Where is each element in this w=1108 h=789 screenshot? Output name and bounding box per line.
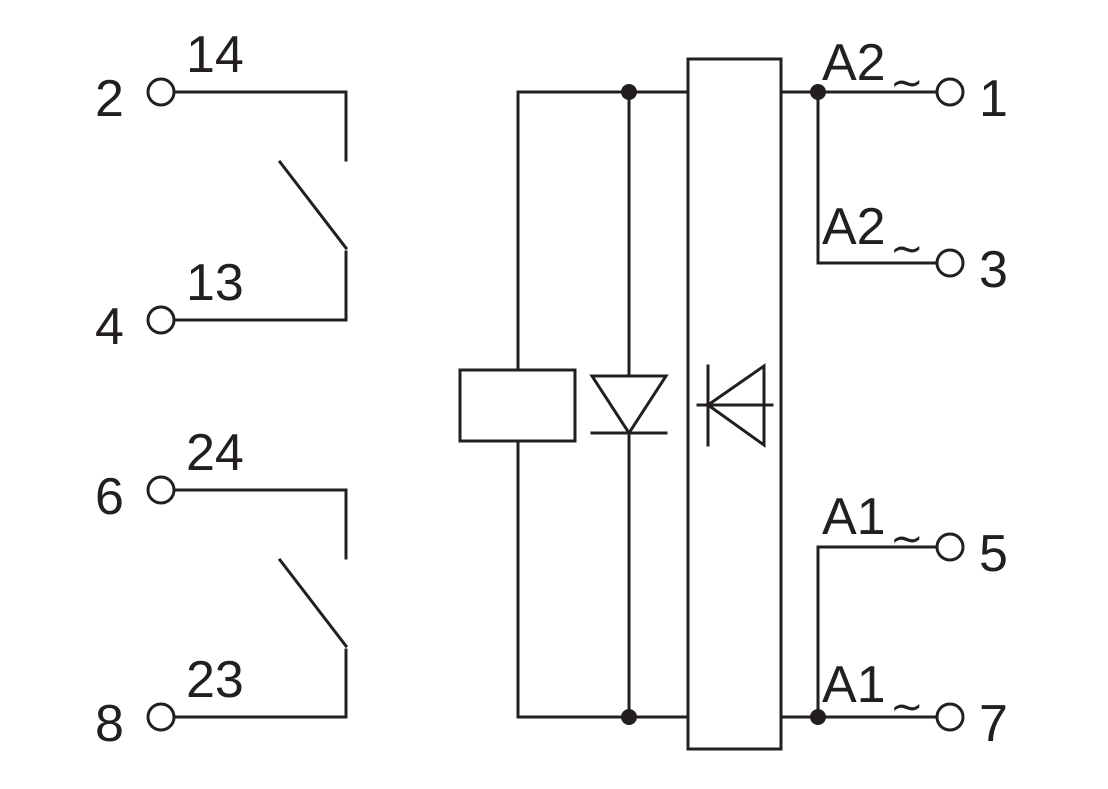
contact-set-2: 6 8 24 23	[95, 424, 349, 753]
coil-circuit	[458, 57, 783, 751]
tilde-bottom: ~	[890, 684, 924, 730]
contact-13-label: 13	[186, 254, 244, 312]
terminal-8	[146, 702, 176, 732]
wire-a1-5	[816, 545, 937, 719]
wire-24	[174, 488, 348, 560]
wire-a2-3	[816, 90, 937, 265]
a2-terminals: A2 ~ A2 ~ 1 3	[779, 34, 1008, 299]
freewheel-diode-symbol	[589, 374, 669, 436]
a1-label-mid: A1	[822, 488, 886, 546]
terminal-6	[146, 475, 176, 505]
a1-terminals: A1 ~ A1 ~ 5 7	[779, 488, 1008, 753]
wire-13	[174, 250, 348, 322]
terminal-8-label: 8	[95, 695, 124, 753]
terminal-5-label: 5	[979, 525, 1008, 583]
terminal-2	[146, 77, 176, 107]
terminal-2-label: 2	[95, 70, 124, 128]
contact-23-label: 23	[186, 651, 244, 709]
terminal-6-label: 6	[95, 468, 124, 526]
junction-a2	[810, 84, 826, 100]
contact-14-label: 14	[186, 26, 244, 84]
a2-label-mid: A2	[822, 198, 886, 256]
relay-coil	[458, 368, 577, 443]
terminal-7-label: 7	[979, 695, 1008, 753]
terminal-5	[935, 532, 965, 562]
wire-23	[174, 648, 348, 719]
contact-set-1: 2 4 14 13	[95, 26, 349, 356]
a1-label-bottom: A1	[822, 656, 886, 714]
contact-24-label: 24	[186, 424, 244, 482]
tilde-a2-mid: ~	[890, 226, 924, 272]
terminal-3	[935, 248, 965, 278]
a2-label-top: A2	[822, 34, 886, 92]
tilde-top: ~	[890, 60, 924, 106]
switch-blade-1	[277, 159, 349, 251]
terminal-4-label: 4	[95, 298, 124, 356]
wire-14	[174, 90, 348, 162]
terminal-3-label: 3	[979, 241, 1008, 299]
junction-top	[621, 84, 637, 100]
terminal-1	[935, 77, 965, 107]
junction-a1	[810, 709, 826, 725]
tilde-a1-mid: ~	[890, 516, 924, 562]
junction-bottom	[621, 709, 637, 725]
terminal-7	[935, 702, 965, 732]
terminal-4	[146, 305, 176, 335]
switch-blade-2	[277, 557, 349, 649]
terminal-1-label: 1	[979, 70, 1008, 128]
